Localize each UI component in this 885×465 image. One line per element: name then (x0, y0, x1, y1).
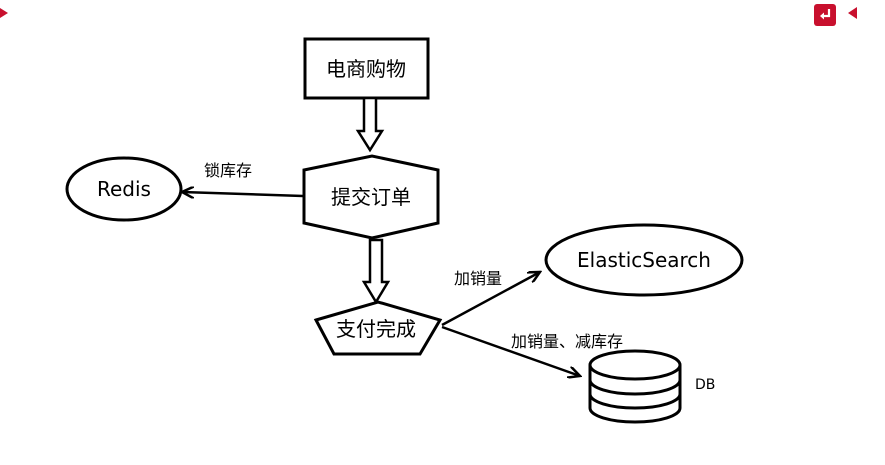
node-submit: 提交订单 (302, 154, 440, 240)
node-redis-label: Redis (97, 177, 151, 201)
node-redis: Redis (65, 156, 183, 222)
return-icon (814, 4, 836, 26)
edge-pay-to-es: 加销量 (441, 269, 540, 327)
chevron-right-icon (0, 8, 8, 18)
edge-pay-to-db-label: 加销量、减库存 (511, 332, 623, 351)
node-shop-label: 电商购物 (326, 57, 406, 81)
collapse-left-handle[interactable] (0, 6, 10, 20)
node-es: ElasticSearch (544, 223, 744, 297)
node-es-label: ElasticSearch (577, 248, 711, 272)
edge-pay-to-es-label: 加销量 (454, 269, 502, 288)
hollow-arrow-submit-to-pay (361, 238, 391, 305)
chevron-left-icon (848, 7, 857, 19)
edge-submit-to-redis: 锁库存 (182, 161, 304, 196)
edge-pay-to-db: 加销量、减库存 (441, 325, 623, 376)
return-button[interactable] (814, 4, 836, 26)
hollow-arrow-shop-to-submit (355, 96, 385, 153)
node-shop: 电商购物 (303, 37, 430, 100)
node-db: DB (588, 349, 715, 424)
edge-submit-to-redis-label: 锁库存 (204, 161, 252, 180)
node-pay: 支付完成 (313, 300, 443, 356)
node-db-label: DB (695, 377, 715, 393)
node-submit-label: 提交订单 (331, 185, 411, 209)
node-pay-label: 支付完成 (336, 317, 416, 341)
collapse-right-handle[interactable] (846, 6, 858, 20)
